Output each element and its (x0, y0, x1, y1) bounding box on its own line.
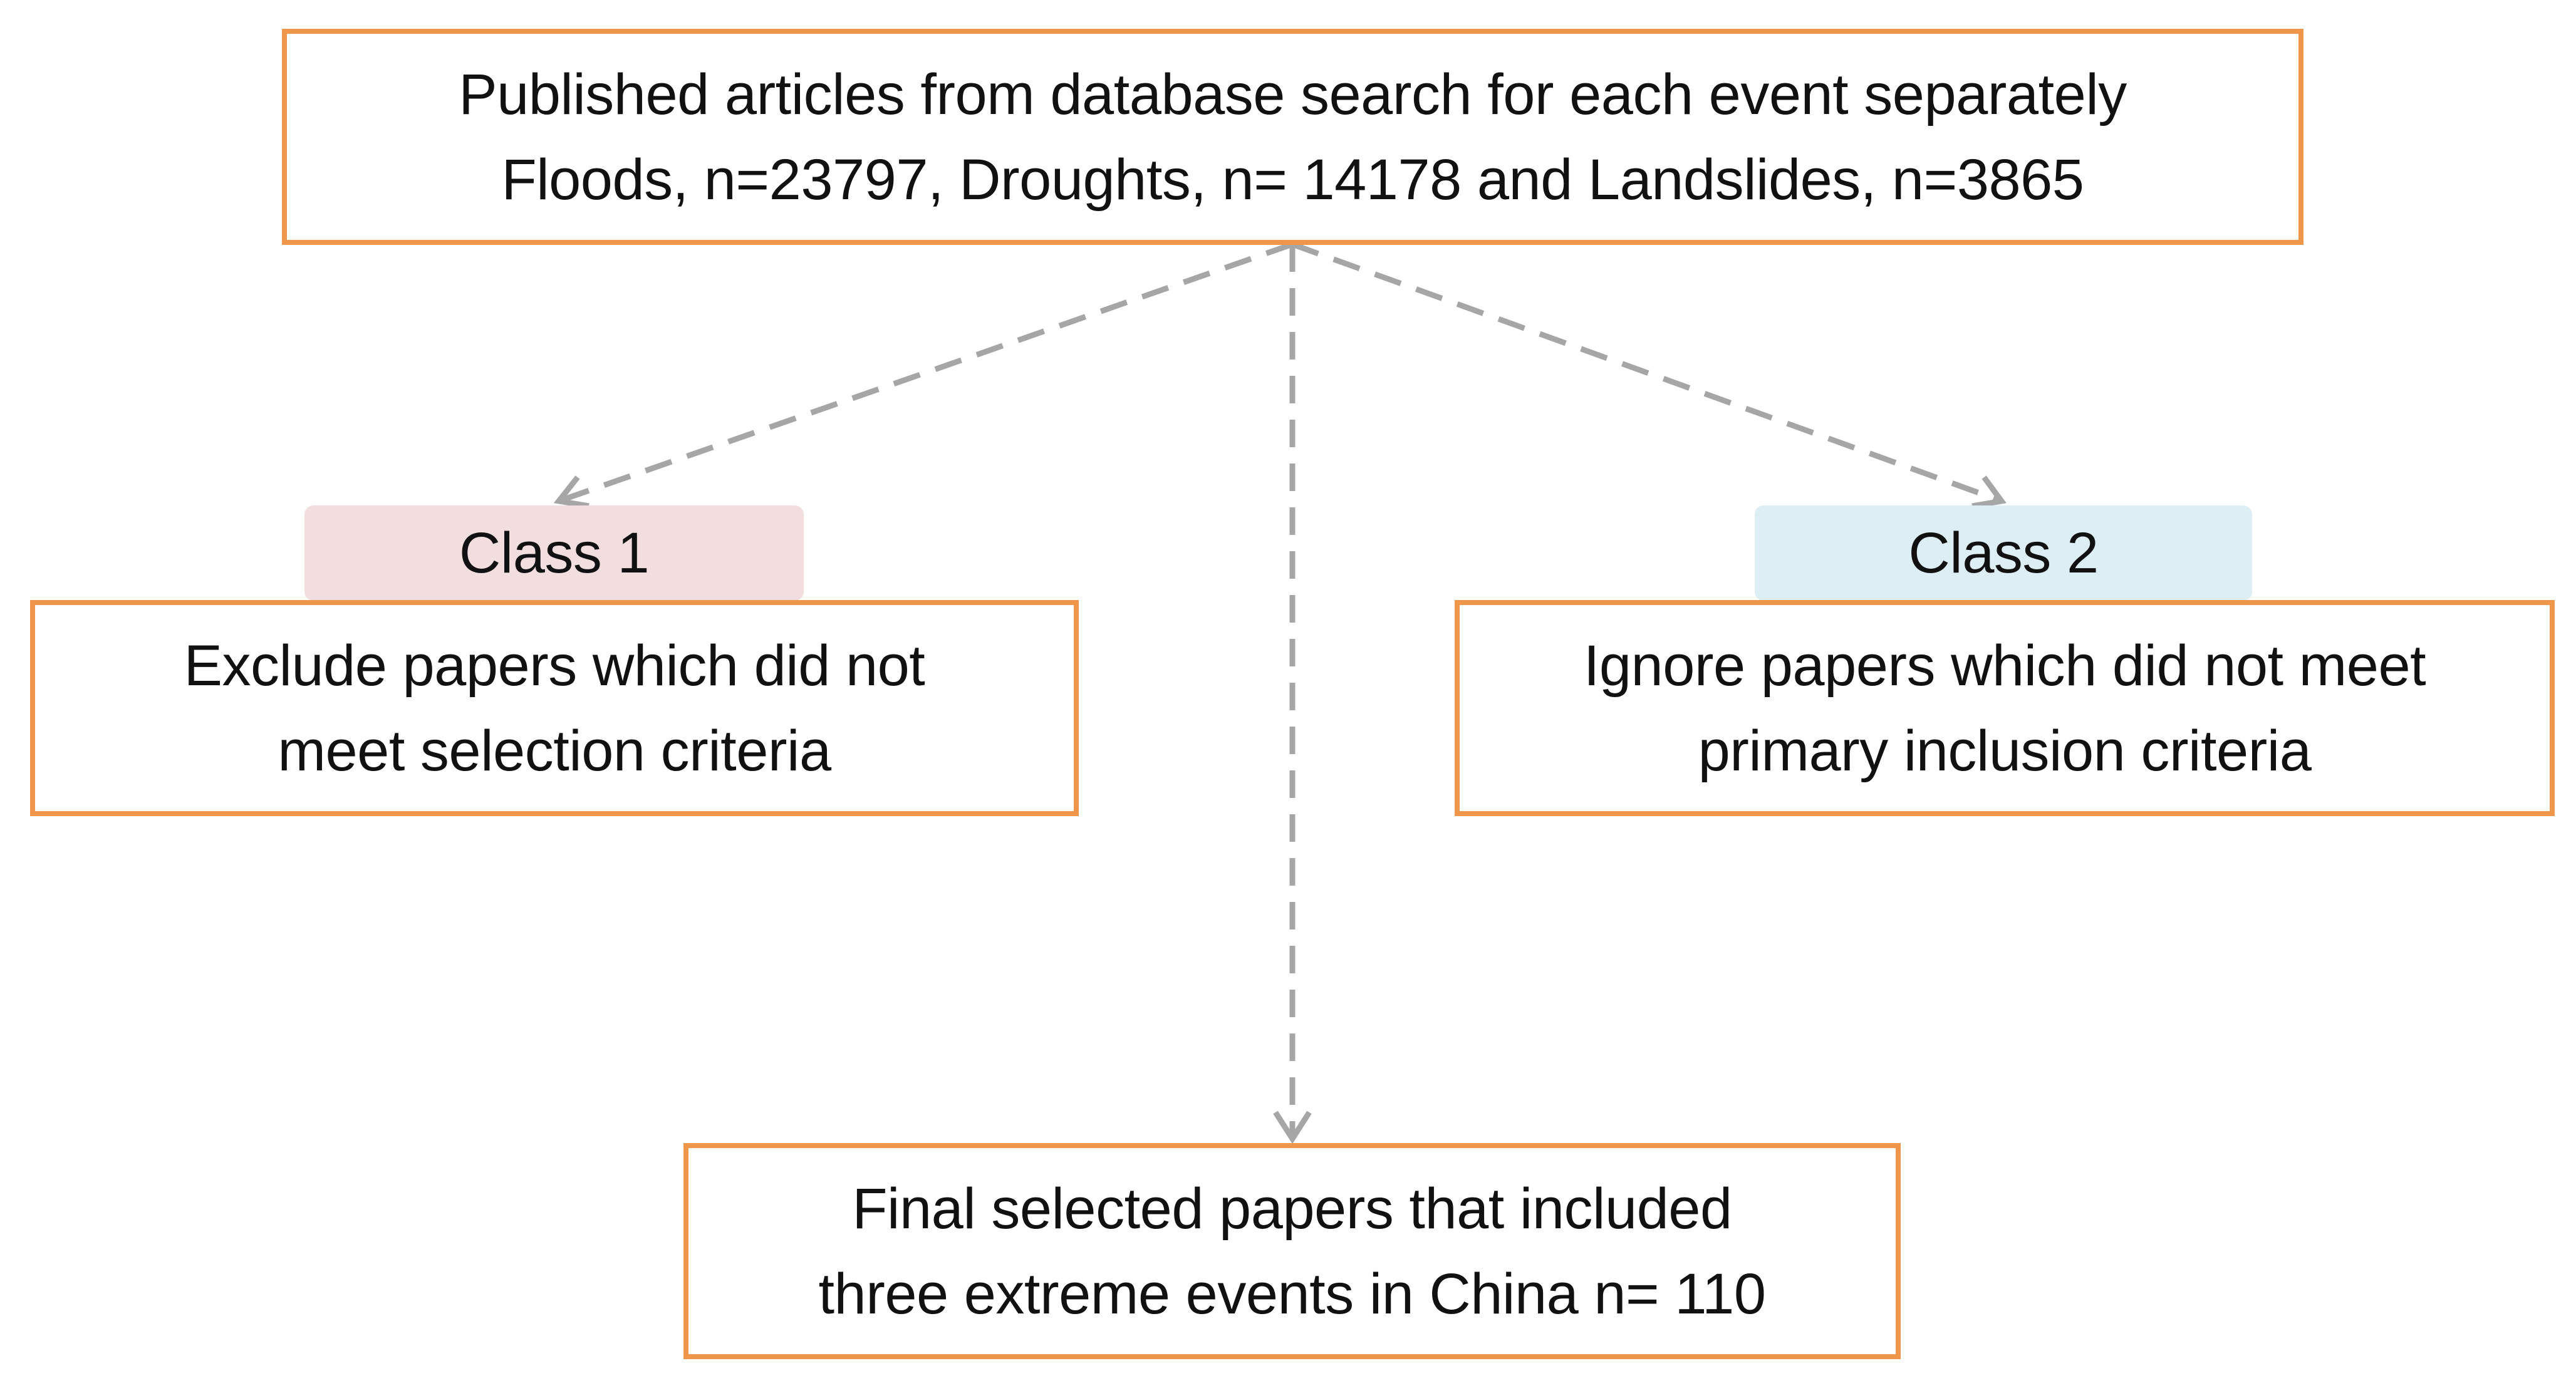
arrowhead-class2 (1971, 475, 2007, 509)
class1-tag-label: Class 1 (459, 520, 650, 585)
class1-box-line-1: Exclude papers which did not (184, 633, 925, 698)
top-box-line-1: Published articles from database search … (459, 62, 2127, 127)
class1-box: Exclude papers which did not meet select… (30, 600, 1079, 816)
connector-to-class1 (558, 241, 1294, 504)
final-box-line-1: Final selected papers that included (852, 1176, 1732, 1241)
class1-box-line-2: meet selection criteria (278, 718, 831, 783)
final-box-line-2: three extreme events in China n= 110 (818, 1261, 1767, 1326)
class2-box: Ignore papers which did not meet primary… (1455, 600, 2555, 816)
arrowhead-final (1273, 1111, 1312, 1144)
arrowhead-class1 (553, 475, 589, 509)
class1-tag: Class 1 (304, 505, 804, 601)
top-box: Published articles from database search … (282, 29, 2303, 245)
final-box: Final selected papers that included thre… (683, 1143, 1901, 1359)
class2-tag: Class 2 (1755, 505, 2252, 601)
class2-box-line-1: Ignore papers which did not meet (1583, 633, 2426, 698)
connector-to-class2 (1291, 241, 2003, 504)
class2-box-line-2: primary inclusion criteria (1698, 718, 2312, 783)
class2-tag-label: Class 2 (1908, 520, 2099, 585)
top-box-line-2: Floods, n=23797, Droughts, n= 14178 and … (501, 147, 2084, 212)
